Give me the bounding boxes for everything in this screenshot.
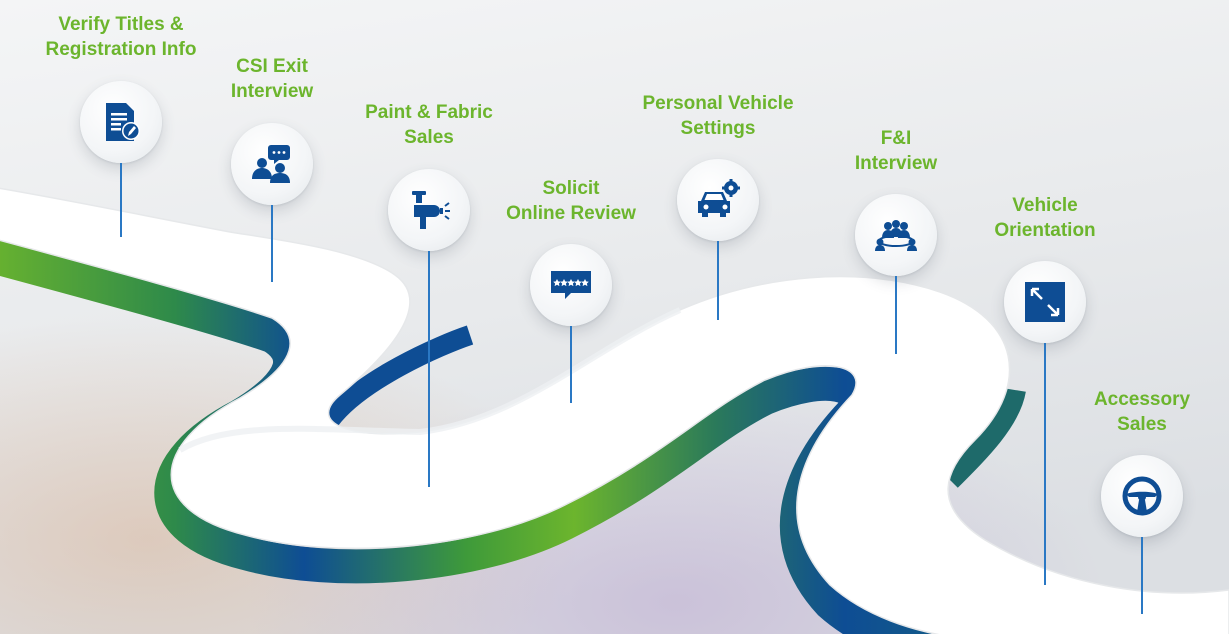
meeting-table-icon bbox=[875, 220, 917, 251]
step-pin-line bbox=[271, 205, 273, 282]
label-line: Sales bbox=[1117, 414, 1167, 435]
label-line: Interview bbox=[230, 81, 314, 102]
document-edit-icon bbox=[106, 103, 140, 141]
label-line: Paint & Fabric bbox=[365, 102, 493, 123]
expand-arrows-icon bbox=[1025, 282, 1065, 322]
chat-people-icon bbox=[252, 145, 290, 183]
step-pin-line bbox=[1141, 537, 1143, 614]
label-line: Interview bbox=[854, 153, 938, 174]
step-label: Verify Titles & Registration Info bbox=[46, 12, 197, 62]
step-marker bbox=[231, 123, 313, 205]
label-line: Registration Info bbox=[45, 39, 197, 60]
step-marker bbox=[855, 194, 937, 276]
steering-wheel-icon bbox=[1122, 476, 1162, 516]
label-line: Personal Vehicle bbox=[642, 93, 794, 114]
label-line: Verify Titles & bbox=[58, 14, 184, 35]
step-marker bbox=[388, 169, 470, 251]
label-line: Vehicle bbox=[1012, 195, 1078, 216]
star-review-icon bbox=[551, 271, 591, 299]
label-line: Sales bbox=[404, 127, 454, 148]
step-marker bbox=[530, 244, 612, 326]
car-settings-icon bbox=[698, 179, 740, 217]
step-marker bbox=[677, 159, 759, 241]
step-pin-line bbox=[895, 276, 897, 354]
label-line: Orientation bbox=[994, 220, 1096, 241]
spray-gun-icon bbox=[412, 191, 450, 229]
step-pin-line bbox=[120, 163, 122, 237]
label-line: CSI Exit bbox=[236, 56, 308, 77]
step-pin-line bbox=[428, 251, 430, 487]
step-pin-line bbox=[717, 241, 719, 320]
step-pin-line bbox=[1044, 343, 1046, 585]
label-line: Settings bbox=[680, 118, 756, 139]
label-line: Accessory bbox=[1093, 389, 1191, 410]
label-line: Online Review bbox=[506, 203, 636, 224]
step-label: CSI Exit Interview bbox=[231, 54, 313, 104]
label-line: Solicit bbox=[542, 178, 600, 199]
step-label: Personal Vehicle Settings bbox=[642, 91, 793, 141]
step-marker bbox=[80, 81, 162, 163]
step-label: F&I Interview bbox=[855, 126, 937, 176]
step-pin-line bbox=[570, 326, 572, 403]
step-label: Accessory Sales bbox=[1094, 387, 1190, 437]
label-line: F&I bbox=[880, 128, 912, 149]
step-label: Vehicle Orientation bbox=[994, 193, 1095, 243]
step-marker bbox=[1101, 455, 1183, 537]
step-marker bbox=[1004, 261, 1086, 343]
step-label: Solicit Online Review bbox=[506, 176, 636, 226]
step-label: Paint & Fabric Sales bbox=[365, 100, 493, 150]
